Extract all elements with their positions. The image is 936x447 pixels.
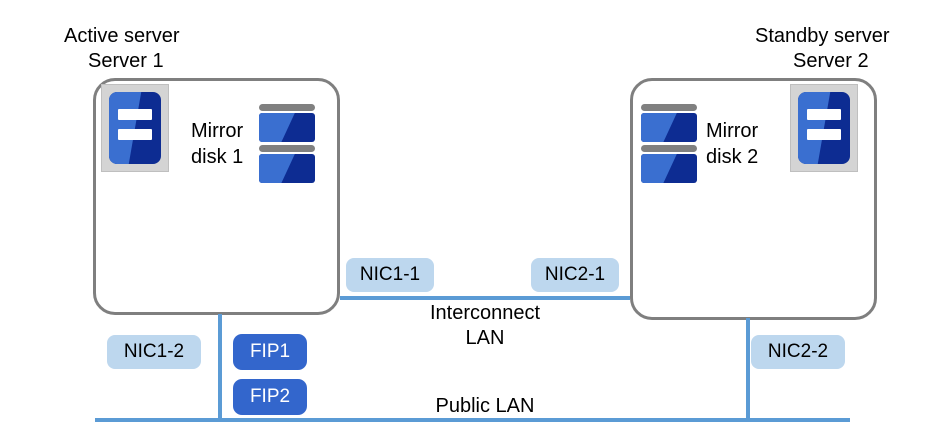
mirror-disk-1-label-line1: Mirror <box>191 120 244 142</box>
disk-body <box>641 113 697 142</box>
mirror-disk-2-label-line1: Mirror <box>706 120 759 142</box>
nic-chip-nic2-1[interactable]: NIC2-1 <box>531 258 619 292</box>
disk-body <box>259 154 315 183</box>
mirror-disk-unit <box>641 145 697 183</box>
mirror-disk-icon-2 <box>641 104 697 186</box>
server-1-public-lan-drop <box>218 314 222 420</box>
nic-chip-nic1-2[interactable]: NIC1-2 <box>107 335 201 369</box>
disk-body <box>259 113 315 142</box>
interconnect-lan-caption-line2: LAN <box>465 327 505 349</box>
disk-cap <box>641 104 697 111</box>
fip-chip-fip2[interactable]: FIP2 <box>233 379 307 415</box>
server-1-role-label: Active server <box>64 25 180 47</box>
nic-chip-nic2-2[interactable]: NIC2-2 <box>751 335 845 369</box>
server-icon-bar-bottom <box>807 129 841 140</box>
server-icon-bar-bottom <box>118 129 152 140</box>
interconnect-lan-line <box>340 296 630 300</box>
disk-cap <box>641 145 697 152</box>
server-2-name-label: Server 2 <box>793 50 869 72</box>
public-lan-caption: Public LAN <box>435 395 535 417</box>
mirror-disk-unit <box>641 104 697 142</box>
mirror-disk-2-label-line2: disk 2 <box>706 146 759 168</box>
server-icon-bar-top <box>118 109 152 120</box>
fip-chip-fip1[interactable]: FIP1 <box>233 334 307 370</box>
server-1-name-label: Server 1 <box>88 50 164 72</box>
mirror-disk-unit <box>259 145 315 183</box>
public-lan-line <box>95 418 850 422</box>
mirror-disk-unit <box>259 104 315 142</box>
server-icon-frame-2 <box>790 84 858 172</box>
server-2-public-lan-drop <box>746 318 750 420</box>
nic-chip-nic1-1[interactable]: NIC1-1 <box>346 258 434 292</box>
server-icon-frame-1 <box>101 84 169 172</box>
server-icon <box>798 92 850 164</box>
disk-body <box>641 154 697 183</box>
server-2-role-label: Standby server <box>755 25 890 47</box>
server-icon-bar-top <box>807 109 841 120</box>
mirror-disk-icon-1 <box>259 104 315 186</box>
server-icon <box>109 92 161 164</box>
disk-cap <box>259 145 315 152</box>
mirror-disk-1-label-line2: disk 1 <box>191 146 244 168</box>
disk-cap <box>259 104 315 111</box>
interconnect-lan-caption-line1: Interconnect <box>429 302 541 324</box>
